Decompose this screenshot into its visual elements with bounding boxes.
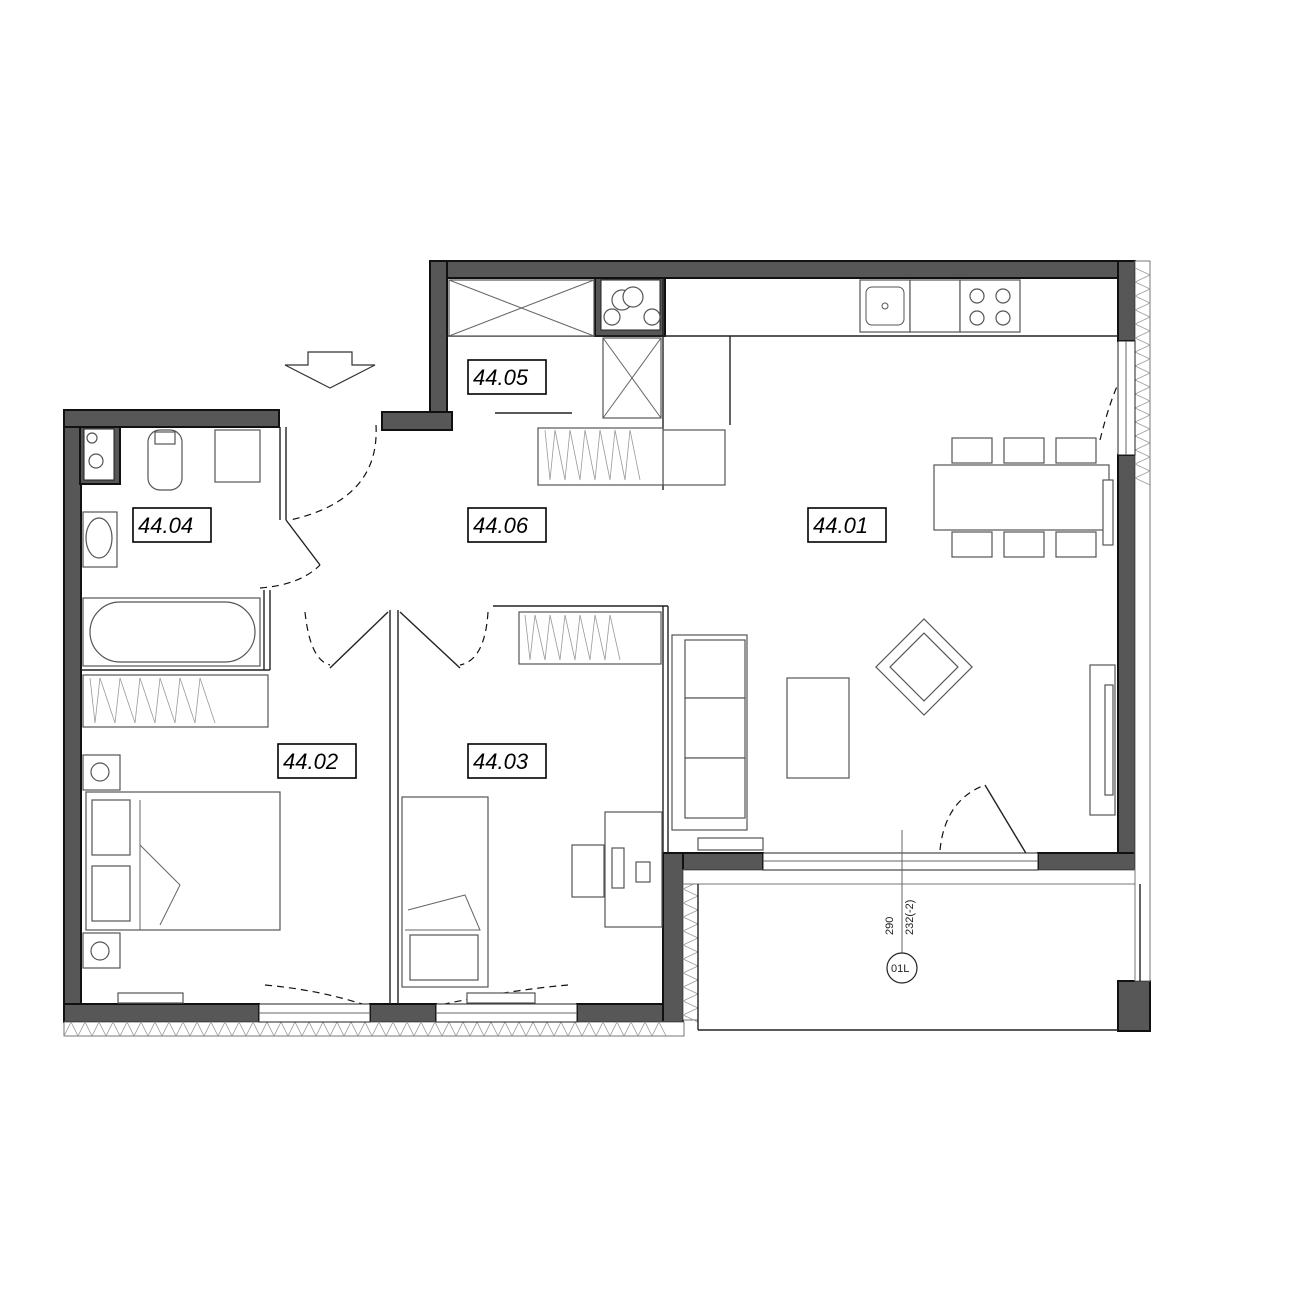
entrance-arrow	[284, 351, 376, 389]
room-label-44-03: 44.03	[467, 743, 547, 779]
bedroom-44-02-furniture	[82, 754, 281, 1004]
terrace-tag-circle	[886, 952, 918, 984]
room-id-44-04: 44.04	[138, 513, 193, 538]
room-label-44-06: 44.06	[467, 507, 547, 543]
terrace: 290 232(-2) 01L	[697, 830, 1141, 1031]
room-id-44-01: 44.01	[813, 513, 868, 538]
living-set	[671, 618, 1116, 831]
room-label-44-01: 44.01	[807, 507, 887, 543]
kitchen-counter	[603, 279, 1118, 486]
room-id-44-05: 44.05	[473, 365, 529, 390]
bedroom-44-03-furniture	[401, 796, 764, 1004]
bathroom-fixtures	[82, 429, 261, 667]
terrace-height-secondary: 232(-2)	[904, 900, 916, 935]
wardrobes	[82, 279, 664, 728]
room-id-44-03: 44.03	[473, 749, 529, 774]
room-id-44-02: 44.02	[283, 749, 338, 774]
room-label-44-05: 44.05	[467, 359, 547, 395]
room-label-44-02: 44.02	[277, 743, 357, 779]
room-label-44-04: 44.04	[132, 507, 212, 543]
terrace-tag: 01L	[891, 963, 909, 975]
room-id-44-06: 44.06	[473, 513, 529, 538]
doors	[258, 340, 1136, 1023]
room-labels: 44.05 44.04 44.06 44.01 44.02 44.03	[132, 359, 887, 779]
external-walls	[63, 260, 1151, 1032]
insulation-hatching	[63, 260, 1151, 1037]
dining-set	[933, 437, 1114, 558]
terrace-height-main: 290	[884, 917, 896, 935]
